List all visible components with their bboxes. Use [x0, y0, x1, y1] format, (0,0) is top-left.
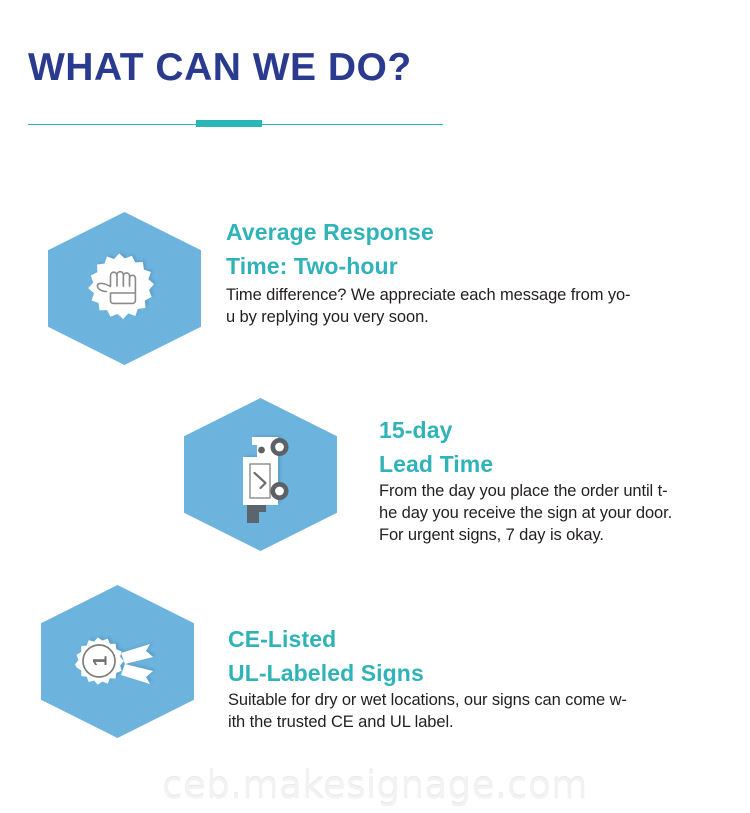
feature-heading-3: CE-Listed UL-Labeled Signs	[228, 623, 627, 690]
feature-hexagon-3: 1	[41, 585, 194, 738]
page-title: WHAT CAN WE DO?	[28, 46, 412, 89]
feature-hexagon-2	[184, 398, 337, 551]
feature-heading-3-line2: UL-Labeled Signs	[228, 659, 424, 686]
feature-heading-3-line1: CE-Listed	[228, 626, 337, 652]
feature-hexagon-1	[48, 212, 201, 365]
title-divider-accent	[196, 120, 262, 127]
feature-text-2: 15-day Lead Time From the day you place …	[379, 414, 672, 546]
feature-text-1: Average Response Time: Two-hour Time dif…	[226, 216, 631, 329]
delivery-truck-icon	[184, 398, 337, 551]
feature-heading-2-line1: 15-day	[379, 417, 453, 443]
feature-heading-2: 15-day Lead Time	[379, 414, 672, 481]
feature-heading-1-line2: Time: Two-hour	[226, 252, 398, 279]
feature-body-2: From the day you place the order until t…	[379, 482, 673, 544]
feature-body-3: Suitable for dry or wet locations, our s…	[228, 691, 627, 731]
svg-text:1: 1	[91, 656, 112, 667]
feature-heading-1: Average Response Time: Two-hour	[226, 216, 630, 283]
feature-body-1: Time difference? We appreciate each mess…	[226, 286, 631, 326]
feature-text-3: CE-Listed UL-Labeled Signs Suitable for …	[228, 623, 627, 734]
thumbs-up-badge-icon	[48, 212, 201, 365]
award-ribbon-icon: 1	[41, 585, 194, 738]
feature-heading-1-line1: Average Response	[226, 219, 434, 245]
site-watermark: ceb.makesignage.com	[162, 764, 588, 807]
feature-heading-2-line2: Lead Time	[379, 450, 494, 477]
